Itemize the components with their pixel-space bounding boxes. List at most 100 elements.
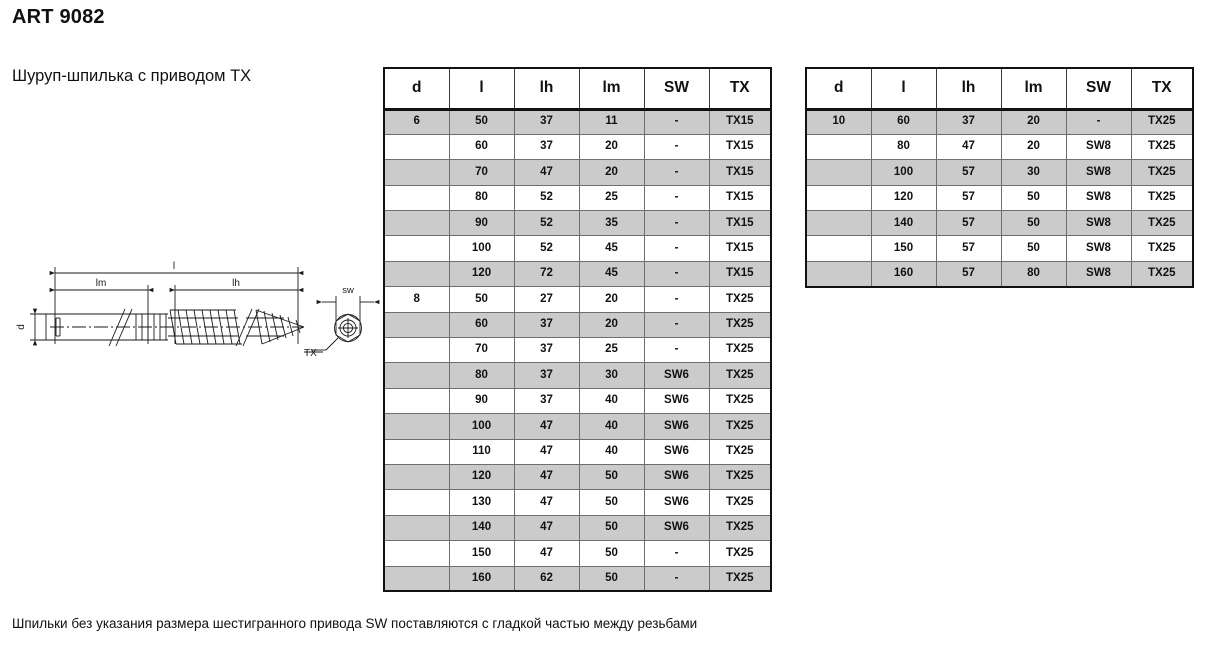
cell-d (384, 540, 450, 567)
cell-lh: 47 (514, 540, 580, 567)
cell-d (384, 159, 450, 186)
cell-d (384, 489, 450, 516)
cell-d (384, 464, 450, 491)
cell-d (384, 515, 450, 542)
cell-tx: TX25 (709, 464, 771, 491)
column-header-l: l (871, 68, 937, 111)
cell-sw: SW8 (1066, 159, 1132, 186)
cell-sw: - (644, 540, 710, 567)
cell-d (384, 388, 450, 415)
cell-lm: 40 (579, 413, 645, 440)
cell-lm: 20 (579, 159, 645, 186)
cell-l: 120 (449, 464, 515, 491)
cell-l: 110 (449, 439, 515, 465)
cell-d (384, 261, 450, 288)
cell-tx: TX25 (709, 439, 771, 465)
cell-lm: 11 (579, 109, 645, 135)
cell-lh: 57 (936, 210, 1002, 237)
cell-lm: 40 (579, 439, 645, 465)
cell-tx: TX25 (1131, 210, 1193, 237)
column-header-d: d (806, 68, 872, 111)
cell-sw: SW6 (644, 413, 710, 440)
cell-lh: 37 (514, 312, 580, 339)
cell-lh: 27 (514, 286, 580, 313)
column-header-l: l (449, 68, 515, 111)
cell-sw: - (644, 337, 710, 364)
cell-tx: TX25 (709, 413, 771, 440)
cell-lm: 30 (579, 362, 645, 389)
cell-l: 90 (449, 388, 515, 415)
cell-lm: 20 (579, 134, 645, 161)
cell-lm: 35 (579, 210, 645, 237)
cell-lh: 57 (936, 159, 1002, 186)
cell-lh: 47 (514, 464, 580, 491)
dimension-label-d: d (16, 324, 27, 330)
cell-lh: 47 (514, 439, 580, 465)
cell-lm: 50 (579, 464, 645, 491)
cell-tx: TX15 (709, 261, 771, 288)
cell-tx: TX25 (709, 540, 771, 567)
cell-lm: 20 (579, 286, 645, 313)
column-header-lh: lh (514, 68, 580, 111)
cell-tx: TX15 (709, 235, 771, 262)
cell-d (384, 235, 450, 262)
product-subtitle: Шуруп-шпилька с приводом TX (12, 67, 252, 85)
cell-lh: 37 (514, 134, 580, 161)
dimension-label-lh: lh (232, 278, 240, 289)
cell-sw: - (644, 286, 710, 313)
cell-l: 80 (871, 134, 937, 161)
cell-l: 50 (449, 286, 515, 313)
cell-l: 160 (449, 566, 515, 592)
cell-l: 150 (449, 540, 515, 567)
cell-lh: 57 (936, 261, 1002, 287)
cell-lh: 47 (514, 489, 580, 516)
cell-sw: SW8 (1066, 185, 1132, 212)
cell-d (806, 210, 872, 237)
column-header-d: d (384, 68, 450, 111)
cell-lh: 52 (514, 235, 580, 262)
cell-d (806, 235, 872, 262)
dimension-label-tx: TX (304, 348, 317, 359)
cell-tx: TX15 (709, 134, 771, 161)
cell-lh: 47 (936, 134, 1002, 161)
cell-lm: 45 (579, 235, 645, 262)
column-header-lm: lm (1001, 68, 1067, 111)
cell-lh: 62 (514, 566, 580, 592)
cell-lh: 52 (514, 185, 580, 212)
cell-d (384, 337, 450, 364)
cell-lh: 47 (514, 413, 580, 440)
cell-lh: 37 (936, 109, 1002, 135)
cell-l: 160 (871, 261, 937, 287)
cell-lh: 37 (514, 109, 580, 135)
cell-l: 50 (449, 109, 515, 135)
cell-d (384, 185, 450, 212)
cell-tx: TX25 (709, 312, 771, 339)
cell-l: 140 (871, 210, 937, 237)
column-header-sw: SW (1066, 68, 1132, 111)
cell-lh: 37 (514, 362, 580, 389)
table-header-row: d l lh lm SW TX (806, 68, 1193, 111)
cell-sw: - (644, 109, 710, 135)
cell-sw: SW8 (1066, 235, 1132, 262)
cell-l: 120 (871, 185, 937, 212)
cell-tx: TX25 (1131, 235, 1193, 262)
cell-d (806, 261, 872, 287)
cell-tx: TX25 (709, 388, 771, 415)
column-header-sw: SW (644, 68, 710, 111)
cell-tx: TX25 (1131, 109, 1193, 135)
cell-sw: - (644, 312, 710, 339)
cell-sw: SW6 (644, 489, 710, 516)
